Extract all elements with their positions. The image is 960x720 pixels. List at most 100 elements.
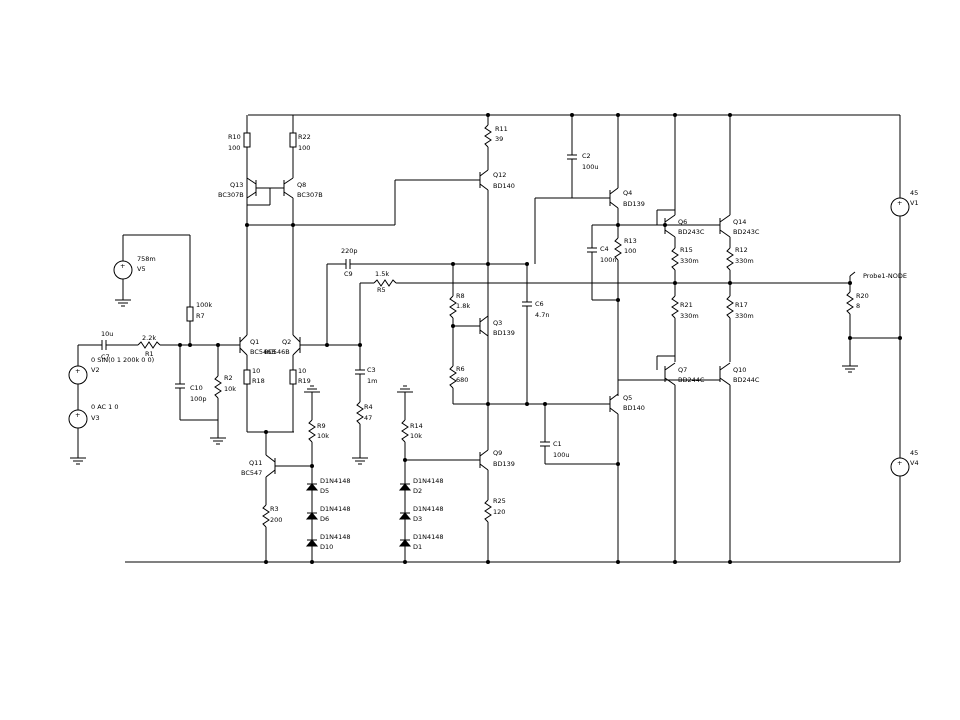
r8-ref: R8 xyxy=(456,292,465,300)
q3-value: BD139 xyxy=(493,329,515,337)
d6-value: D1N4148 xyxy=(320,505,351,513)
r11-ref: R11 xyxy=(495,125,508,133)
v1-ref: V1 xyxy=(910,199,919,207)
r4-value: 47 xyxy=(364,414,372,422)
q5-value: BD140 xyxy=(623,404,645,412)
r3-resistor-symbol xyxy=(262,504,270,528)
r11-resistor-symbol xyxy=(484,124,492,148)
svg-text:+: + xyxy=(120,262,125,270)
r21-ref: R21 xyxy=(680,301,693,309)
q9-ref: Q9 xyxy=(493,449,502,457)
r19-value: 10 xyxy=(298,367,306,375)
d6-diode-symbol xyxy=(305,512,319,520)
d3-value: D1N4148 xyxy=(413,505,444,513)
r8-value: 1.8k xyxy=(456,302,470,310)
r10-ref: R10 xyxy=(228,133,241,141)
d2-value: D1N4148 xyxy=(413,477,444,485)
q4-ref: Q4 xyxy=(623,189,632,197)
q7-value: BD244C xyxy=(678,376,705,384)
c3-ref: C3 xyxy=(367,366,376,374)
r13-resistor-symbol xyxy=(614,237,622,261)
r7-value: 100k xyxy=(196,301,212,309)
r17-value: 330m xyxy=(735,312,754,320)
r17-resistor-symbol xyxy=(726,295,734,319)
q10-ref: Q10 xyxy=(733,366,746,374)
d10-ref: D10 xyxy=(320,543,333,551)
r13-ref: R13 xyxy=(624,237,637,245)
d3-diode-symbol xyxy=(398,512,412,520)
q3-ref: Q3 xyxy=(493,319,502,327)
r6-value: 680 xyxy=(456,376,468,384)
r21-value: 330m xyxy=(680,312,699,320)
r11-value: 39 xyxy=(495,135,503,143)
r14-value: 10k xyxy=(410,432,422,440)
c9-value: 220p xyxy=(341,247,358,255)
c9-ref: C9 xyxy=(344,270,353,278)
r3-ref: R3 xyxy=(270,505,279,513)
c7-value: 10u xyxy=(101,330,113,338)
c1-ref: C1 xyxy=(553,440,562,448)
r10-resistor-symbol xyxy=(243,132,251,148)
r6-resistor-symbol xyxy=(449,365,457,389)
q5-ref: Q5 xyxy=(623,394,632,402)
v4-value: 45 xyxy=(910,449,918,457)
r14-resistor-symbol xyxy=(401,419,409,443)
v5-ref: V5 xyxy=(137,265,146,273)
c4-value: 100n xyxy=(600,256,617,264)
q9-value: BD139 xyxy=(493,460,515,468)
r2-value: 10k xyxy=(224,385,236,393)
d5-ref: D5 xyxy=(320,487,329,495)
r19-ref: R19 xyxy=(298,377,311,385)
r1-ref: R1 xyxy=(145,350,154,358)
v5-value: 758m xyxy=(137,255,156,263)
r5-ref: R5 xyxy=(377,286,386,294)
c10-value: 100p xyxy=(190,395,207,403)
q12-ref: Q12 xyxy=(493,171,506,179)
r19-resistor-symbol xyxy=(289,369,297,385)
q14-value: BD243C xyxy=(733,228,760,236)
d2-diode-symbol xyxy=(398,483,412,491)
c2-value: 100u xyxy=(582,163,599,171)
r12-ref: R12 xyxy=(735,246,748,254)
r21-resistor-symbol xyxy=(671,295,679,319)
q1-value: BC546B xyxy=(250,348,276,356)
r5-value: 1.5k xyxy=(375,270,389,278)
r9-ref: R9 xyxy=(317,422,326,430)
r20-resistor-symbol xyxy=(846,291,854,315)
r17-ref: R17 xyxy=(735,301,748,309)
d2-ref: D2 xyxy=(413,487,422,495)
q7-ref: Q7 xyxy=(678,366,687,374)
r22-value: 100 xyxy=(298,144,310,152)
c6-ref: C6 xyxy=(535,300,544,308)
q14-ref: Q14 xyxy=(733,218,746,226)
r14-ref: R14 xyxy=(410,422,423,430)
r7-resistor-symbol xyxy=(186,306,194,322)
q8-ref: Q8 xyxy=(297,181,306,189)
v3-value: 0 AC 1 0 xyxy=(91,403,118,411)
r9-value: 10k xyxy=(317,432,329,440)
q13-ref: Q13 xyxy=(230,181,243,189)
q11-ref: Q11 xyxy=(249,459,262,467)
r4-ref: R4 xyxy=(364,403,373,411)
d1-value: D1N4148 xyxy=(413,533,444,541)
q6-ref: Q6 xyxy=(678,218,687,226)
r25-value: 120 xyxy=(493,508,505,516)
c1-value: 100u xyxy=(553,451,570,459)
svg-text:+: + xyxy=(897,199,902,207)
d5-value: D1N4148 xyxy=(320,477,351,485)
r12-resistor-symbol xyxy=(726,247,734,271)
v3-ref: V3 xyxy=(91,414,100,422)
r3-value: 200 xyxy=(270,516,282,524)
v2-value: 0 SIN(0 1 200k 0 0) xyxy=(91,356,154,364)
r6-ref: R6 xyxy=(456,365,465,373)
d5-diode-symbol xyxy=(305,483,319,491)
c2-ref: C2 xyxy=(582,152,591,160)
r25-resistor-symbol xyxy=(484,499,492,523)
r9-resistor-symbol xyxy=(308,419,316,443)
d3-ref: D3 xyxy=(413,515,422,523)
c4-ref: C4 xyxy=(600,245,609,253)
svg-text:+: + xyxy=(75,411,80,419)
r25-ref: R25 xyxy=(493,497,506,505)
r15-value: 330m xyxy=(680,257,699,265)
